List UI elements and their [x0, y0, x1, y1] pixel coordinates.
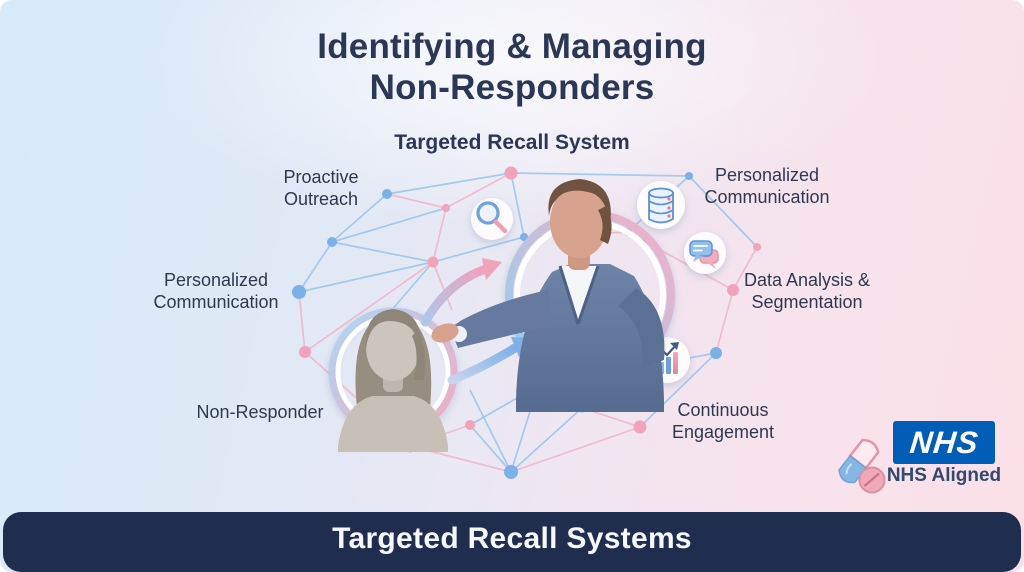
label-personalized-communication-left: Personalized Communication	[120, 270, 312, 314]
footer-banner-text: Targeted Recall Systems	[332, 522, 692, 555]
label-line: Proactive	[283, 167, 359, 187]
recall-arrow-up	[420, 258, 502, 327]
label-personalized-communication-right: Personalized Communication	[671, 165, 863, 209]
label-line: Segmentation	[751, 291, 863, 312]
non-responder-figure	[338, 309, 448, 452]
label-data-analysis-segmentation: Data Analysis & Segmentation	[709, 270, 905, 314]
nhs-logo-text: NHS	[907, 424, 981, 460]
nhs-tagline: NHS Aligned	[886, 465, 1002, 486]
page-title-line1: Identifying & Managing	[317, 27, 707, 66]
label-line: Personalized	[714, 165, 820, 185]
database-icon	[637, 181, 685, 229]
label-non-responder: Non-Responder	[163, 402, 357, 424]
label-line: Outreach	[283, 188, 359, 209]
outreach-worker-figure	[431, 179, 665, 412]
page-title-line2: Non-Responders	[369, 67, 655, 107]
footer-banner: Targeted Recall Systems	[3, 512, 1021, 572]
nhs-logo: NHS	[893, 421, 995, 464]
label-line: Communication	[704, 186, 830, 207]
label-continuous-engagement: Continuous Engagement	[627, 400, 819, 444]
label-line: Engagement	[671, 421, 775, 442]
label-line: Non-Responder	[196, 402, 324, 422]
label-line: Continuous	[677, 400, 769, 420]
chat-bubbles-icon	[684, 232, 726, 274]
page-title: Identifying & Managing Non-Responders	[0, 27, 1024, 109]
label-line: Personalized	[163, 270, 269, 290]
label-line: Communication	[153, 291, 279, 312]
label-proactive-outreach: Proactive Outreach	[239, 167, 403, 211]
label-line: Data Analysis &	[743, 270, 871, 290]
magnifier-icon	[471, 198, 513, 240]
network-nodes	[292, 166, 761, 479]
pill-medication-icon	[838, 438, 886, 494]
diagram-subtitle: Targeted Recall System	[394, 131, 630, 154]
